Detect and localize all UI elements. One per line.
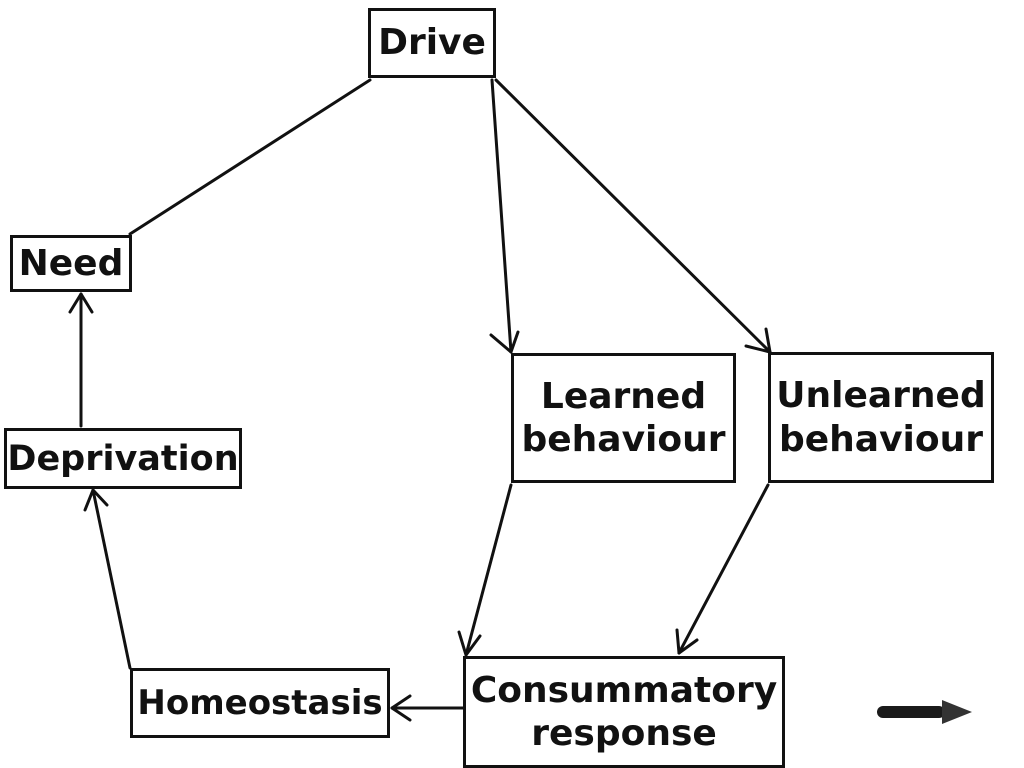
edge-drive-unlearned <box>494 78 772 354</box>
edge-unlearned-consummatory <box>675 483 770 655</box>
node-homeostasis-label: Homeostasis <box>137 682 383 723</box>
node-learned-line2: behaviour <box>521 419 726 460</box>
node-need-label: Need <box>18 242 124 284</box>
node-unlearned-behaviour: Unlearned behaviour <box>768 352 994 483</box>
node-homeostasis: Homeostasis <box>130 668 390 738</box>
edge-consummatory-homeostasis <box>390 694 465 722</box>
arrow-right-icon[interactable] <box>877 700 972 724</box>
node-drive: Drive <box>368 8 496 78</box>
node-unlearned-line1: Unlearned <box>776 375 986 417</box>
node-deprivation: Deprivation <box>4 428 242 489</box>
edge-homeostasis-deprivation <box>83 488 132 670</box>
node-unlearned-line2: behaviour <box>778 418 984 460</box>
edge-learned-consummatory <box>457 483 513 657</box>
edge-deprivation-need <box>68 292 94 428</box>
node-need: Need <box>10 235 132 292</box>
node-drive-label: Drive <box>378 22 486 64</box>
node-learned-line1: Learned <box>540 375 707 417</box>
node-learned-behaviour: Learned behaviour <box>511 353 736 483</box>
edge-need-drive <box>128 78 372 236</box>
node-deprivation-label: Deprivation <box>7 438 239 479</box>
edge-drive-learned <box>489 78 520 354</box>
node-consummatory-line2: response <box>531 713 717 754</box>
node-consummatory-response: Consummatory response <box>463 656 785 768</box>
node-consummatory-line1: Consummatory <box>470 669 778 711</box>
